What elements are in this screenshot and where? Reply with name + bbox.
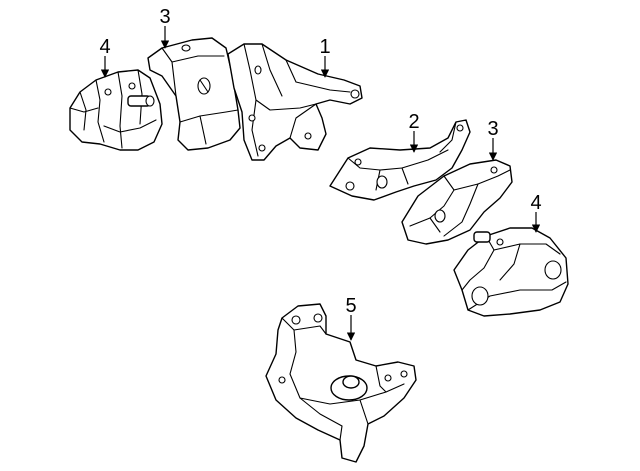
part-5-transmission-mount: [265, 303, 417, 463]
callout-5: 5: [345, 295, 356, 317]
callout-4-right: 4: [530, 192, 541, 214]
callout-leaders: [100, 26, 541, 341]
part-3-right-heat-shield: [401, 159, 513, 245]
callout-1: 1: [319, 36, 330, 58]
callout-3-top: 3: [159, 6, 170, 28]
part-2-right-mount-bracket: [329, 119, 471, 201]
part-4-right-mount-insulator: [453, 227, 569, 317]
part-1-engine-mount-bracket: [227, 43, 363, 161]
callout-4-left: 4: [99, 36, 110, 58]
part-4-left-mount-insulator: [69, 69, 163, 151]
part-3-top-heat-shield: [147, 37, 241, 151]
callout-labels: 1 2 3 3 4 4 5: [99, 6, 541, 317]
callout-3-right: 3: [487, 118, 498, 140]
callout-2: 2: [408, 111, 419, 133]
